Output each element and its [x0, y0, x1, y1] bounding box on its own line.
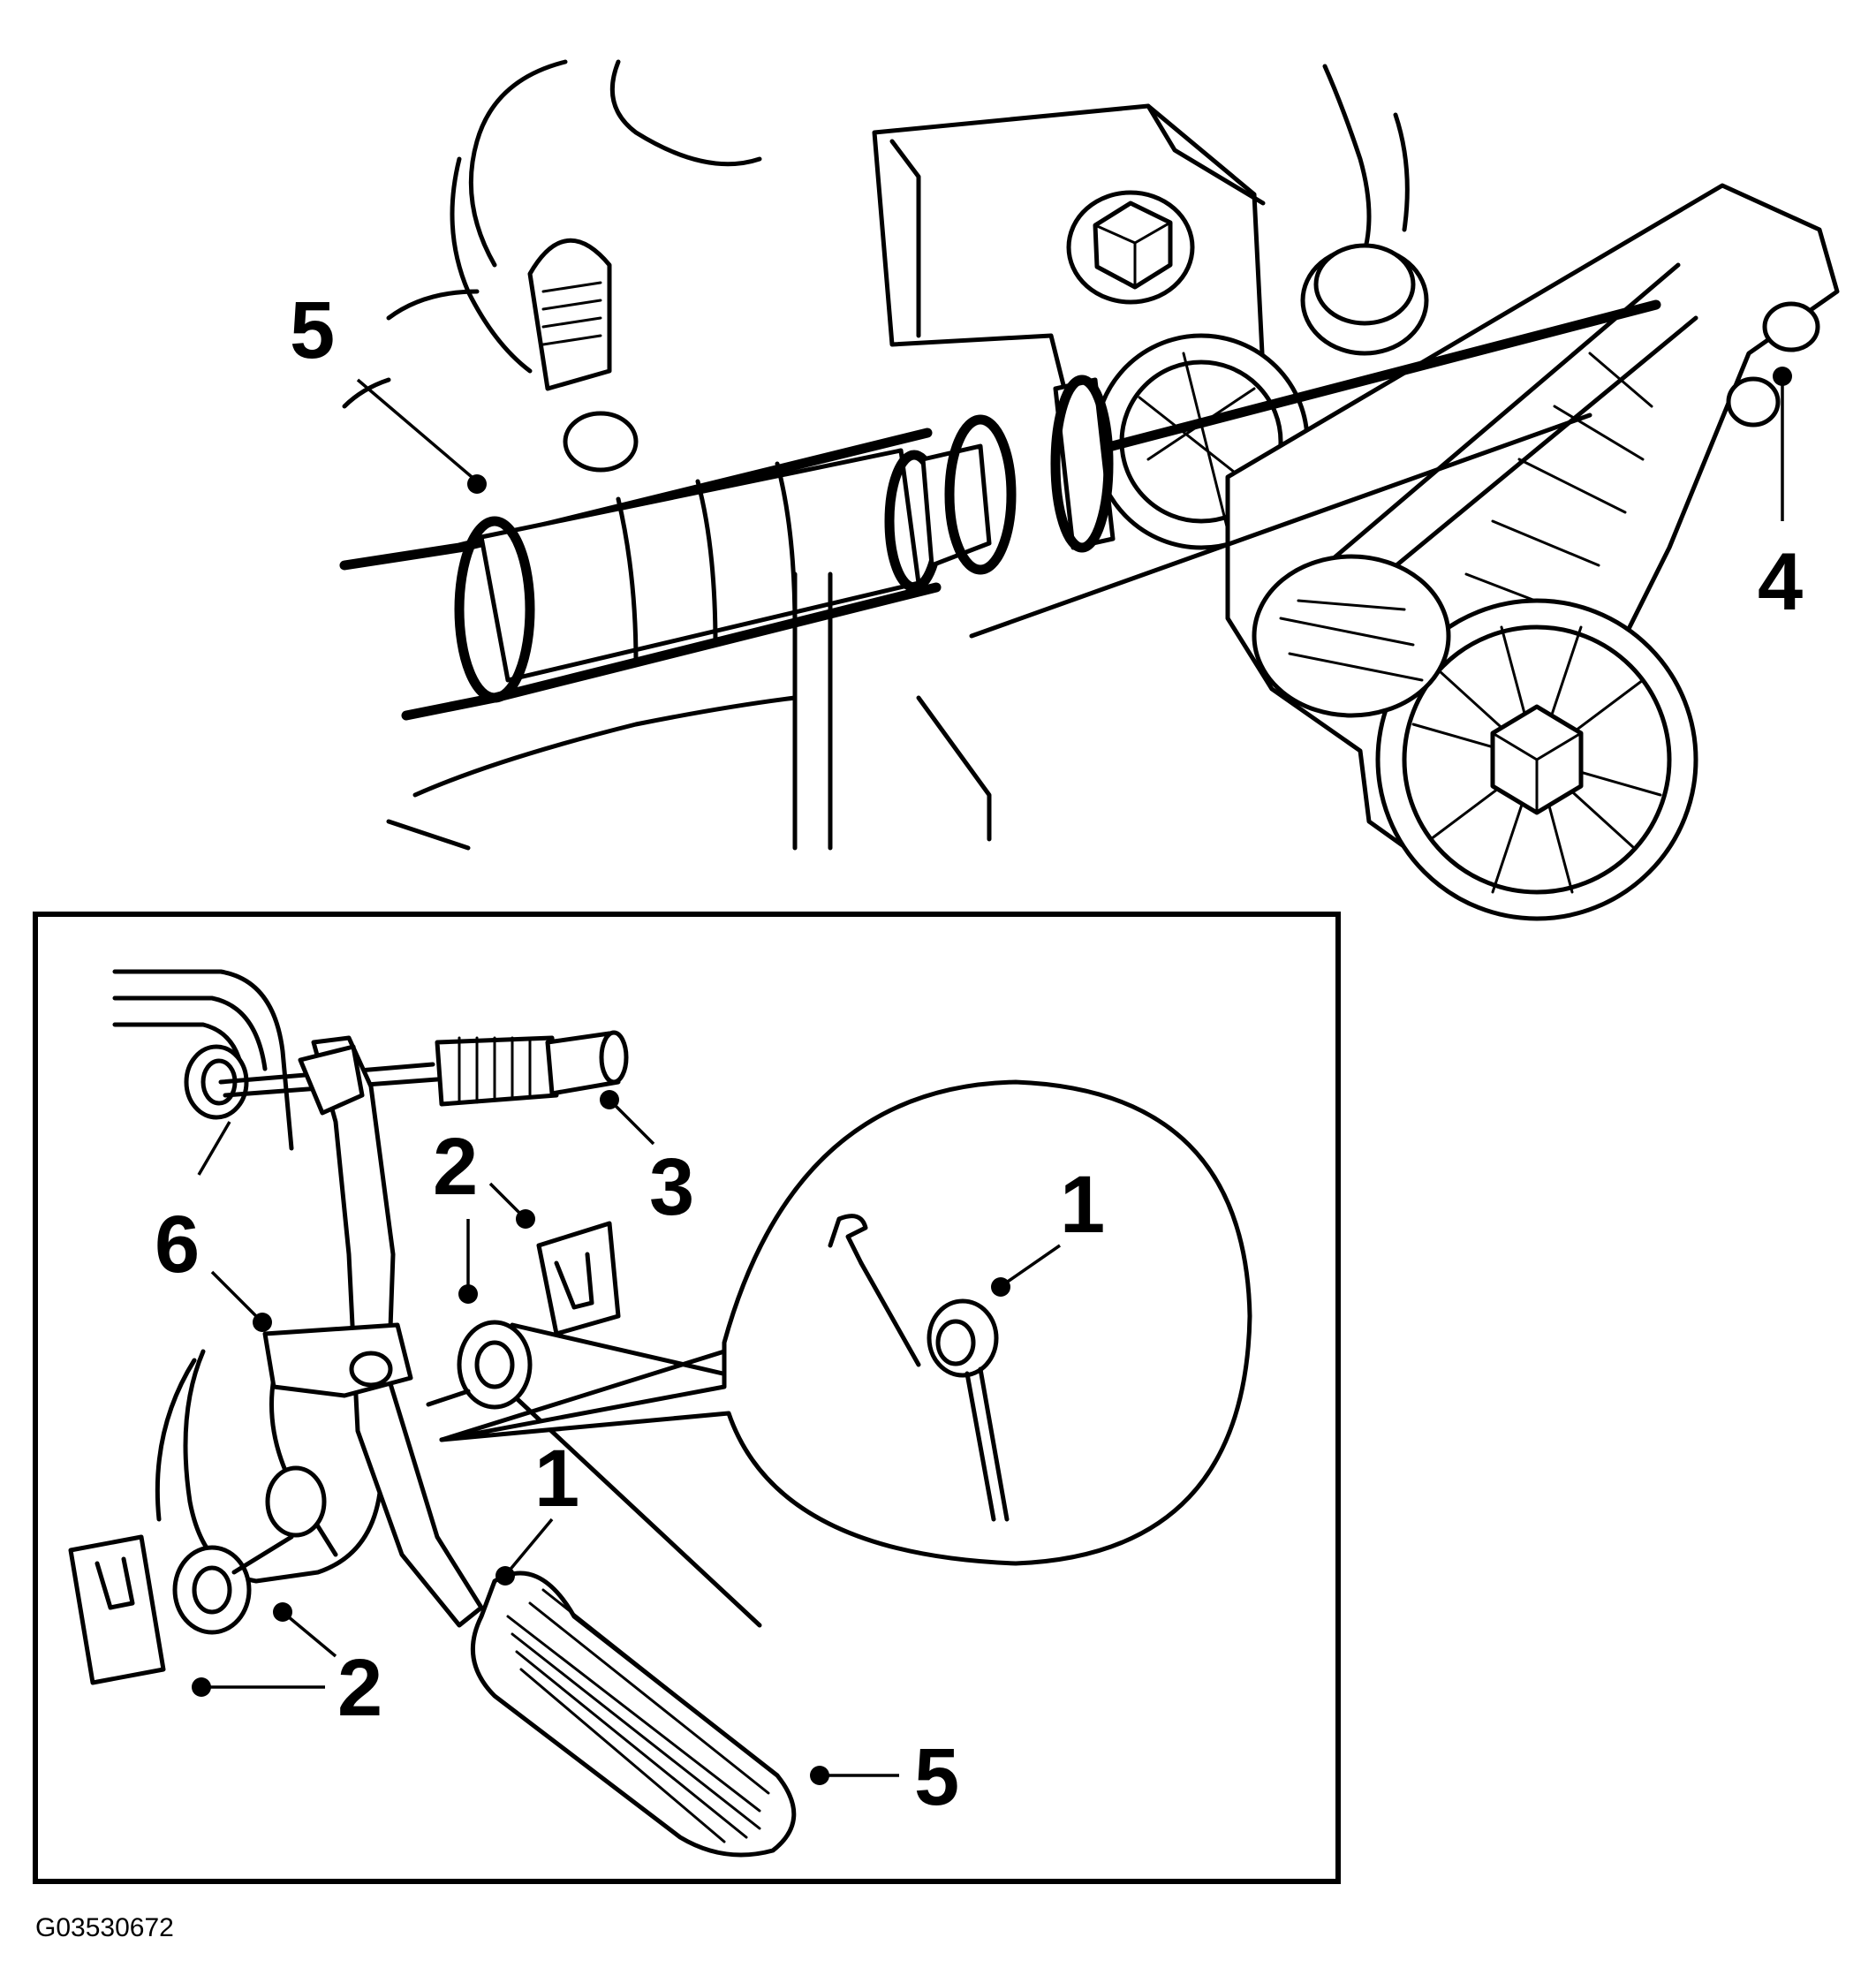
bracket-bolt — [1066, 190, 1195, 305]
cable-clamp — [527, 238, 639, 473]
bushing-lower — [172, 1534, 294, 1635]
return-spring — [828, 1214, 1010, 1522]
callout-2-top: 2 — [433, 1122, 478, 1212]
callout-5-upper: 5 — [290, 285, 335, 375]
throttle-cable-inner — [1090, 299, 1661, 456]
bushing-upper — [426, 1320, 533, 1410]
pedal-pad — [470, 1571, 797, 1858]
clip-lower — [68, 1534, 166, 1685]
figure-code: G03530672 — [35, 1913, 174, 1942]
spring-detail — [439, 1079, 1252, 1566]
clip-upper — [536, 1221, 621, 1336]
callout-2-bottom: 2 — [337, 1643, 382, 1733]
callout-6: 6 — [155, 1200, 200, 1290]
throttle-bore — [1252, 554, 1451, 718]
pedal-inset: 3 2 6 1 1 2 5 — [33, 912, 1341, 1884]
callout-1-detail: 1 — [1060, 1160, 1105, 1250]
cable-sheath — [339, 375, 1116, 721]
upper-throttle-view: 5 4 — [290, 59, 1840, 921]
callout-1-lower: 1 — [534, 1434, 579, 1524]
callout-5-inset: 5 — [914, 1732, 959, 1822]
throttle-hub — [1375, 598, 1698, 921]
callout-4: 4 — [1758, 537, 1803, 627]
pedal-arm — [311, 1035, 484, 1628]
cable-adjuster — [435, 1030, 629, 1107]
callout-3: 3 — [649, 1142, 694, 1232]
cable-end-fitting — [1726, 301, 1820, 428]
bracket-bolt-2 — [1300, 243, 1429, 356]
